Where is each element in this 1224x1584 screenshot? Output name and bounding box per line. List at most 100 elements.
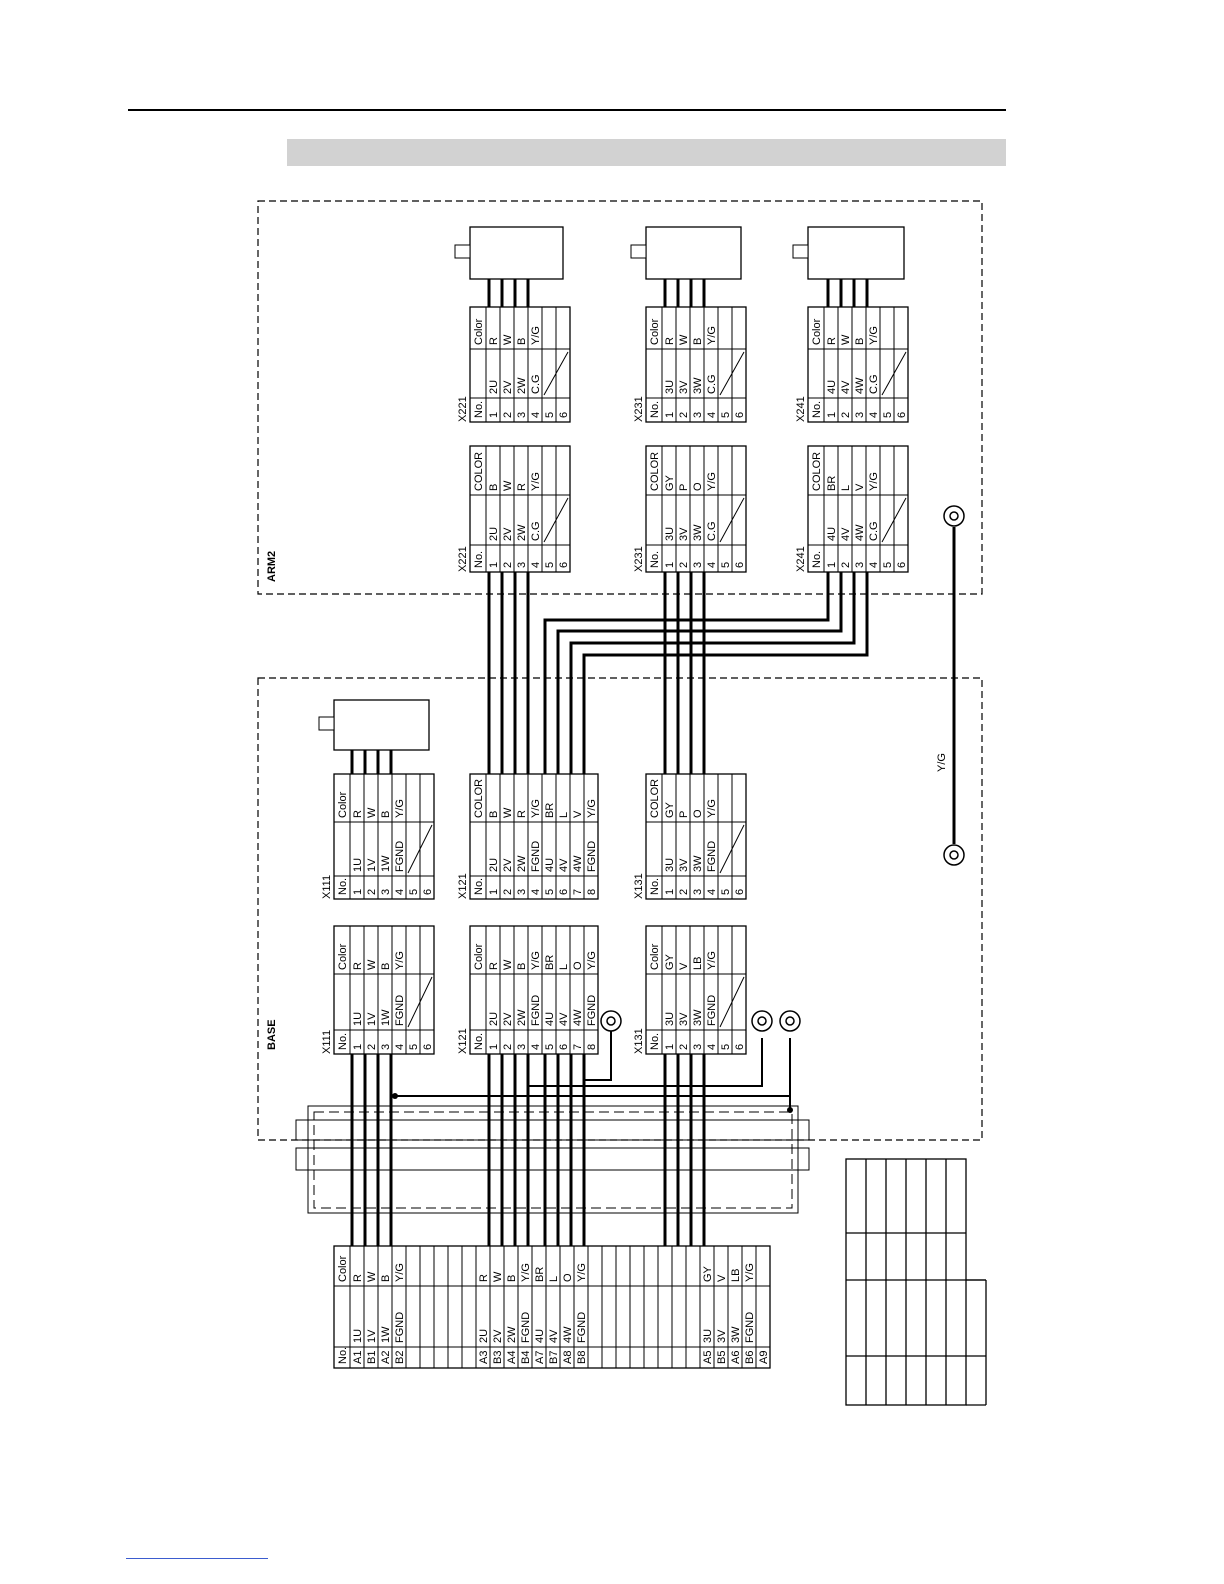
table-header-cell: Color xyxy=(473,943,485,970)
table-cell: 1W xyxy=(380,1009,392,1026)
table-cell: GY xyxy=(664,801,676,818)
table-cell: 1 xyxy=(352,1044,364,1050)
table-cell: 2W xyxy=(516,855,528,872)
table-cell: 3 xyxy=(692,562,704,568)
table-cell: LB xyxy=(730,1269,742,1282)
table-cell: 1 xyxy=(826,562,838,568)
table-cell: 4 xyxy=(394,889,406,895)
table-cell: 1 xyxy=(488,889,500,895)
table-cell: 6 xyxy=(896,562,908,568)
table-cell: 4 xyxy=(530,1044,542,1050)
table-cell: 7 xyxy=(572,1044,584,1050)
connector-label: X111 xyxy=(321,1030,333,1054)
table-cell: Y/G xyxy=(744,1263,756,1282)
table-cell: 3 xyxy=(692,412,704,418)
table-cell: Y/G xyxy=(530,472,542,491)
table-cell: 2 xyxy=(840,412,852,418)
table-cell: 2W xyxy=(516,377,528,394)
motor-x111 xyxy=(318,699,430,751)
table-cell: 3 xyxy=(380,889,392,895)
table-cell: 2 xyxy=(366,1044,378,1050)
table-cell: W xyxy=(366,1271,378,1282)
table-cell: FGND xyxy=(394,995,406,1026)
table-cell: 4W xyxy=(854,524,866,541)
table-cell: 6 xyxy=(734,889,746,895)
table-header-cell: No. xyxy=(473,551,485,568)
table-cell: 4V xyxy=(840,527,852,541)
table-cell: C.G xyxy=(530,374,542,394)
table-cell: 1 xyxy=(664,889,676,895)
table-cell: 1U xyxy=(352,1329,364,1343)
table-cell: C.G xyxy=(868,374,880,394)
table-cell: 2 xyxy=(502,1044,514,1050)
table-cell: 3 xyxy=(692,1044,704,1050)
table-cell: 2U xyxy=(488,527,500,541)
table-cell: B3 xyxy=(492,1351,504,1364)
table-cell: 2U xyxy=(488,1012,500,1026)
connector-label: X221 xyxy=(457,396,469,422)
table-cell: FGND xyxy=(530,995,542,1026)
table-cell: 6 xyxy=(734,1044,746,1050)
table-cell: Y/G xyxy=(868,472,880,491)
ground-wire-label: Y/G xyxy=(936,753,948,772)
table-cell: Y/G xyxy=(394,951,406,970)
table-cell: 2V xyxy=(502,1012,514,1026)
table-cell: V xyxy=(854,483,866,491)
table-cell: FGND xyxy=(744,1312,756,1343)
table-header-cell: Color xyxy=(473,318,485,345)
table-cell: FGND xyxy=(706,995,718,1026)
table-header-cell: Color xyxy=(337,1255,349,1282)
table-header-cell: No. xyxy=(473,1033,485,1050)
table-cell: 1 xyxy=(488,412,500,418)
table-cell: 3V xyxy=(678,858,690,872)
table-cell: FGND xyxy=(530,841,542,872)
table-cell: B xyxy=(516,963,528,970)
base-region xyxy=(257,677,983,1141)
table-cell: C.G xyxy=(706,374,718,394)
table-cell: 5 xyxy=(882,412,894,418)
table-cell: 2W xyxy=(516,1009,528,1026)
base-region-label: BASE xyxy=(266,1019,278,1050)
table-header-cell: COLOR xyxy=(649,779,661,818)
table-cell: 1 xyxy=(664,1044,676,1050)
table-cell: 3V xyxy=(678,1012,690,1026)
table-cell: Y/G xyxy=(706,326,718,345)
table-cell: FGND xyxy=(586,841,598,872)
table-header-cell: Color xyxy=(649,318,661,345)
connector-label: X241 xyxy=(795,396,807,422)
table-header-cell: No. xyxy=(811,551,823,568)
motor-leads xyxy=(350,279,869,774)
table-header-cell: COLOR xyxy=(649,452,661,491)
table-cell: 3 xyxy=(516,562,528,568)
table-cell: 3 xyxy=(854,562,866,568)
table-cell: Y/G xyxy=(586,799,598,818)
table-cell: 4U xyxy=(826,380,838,394)
table-cell: Y/G xyxy=(706,472,718,491)
table-cell: FGND xyxy=(586,995,598,1026)
table-cell: Y/G xyxy=(394,1263,406,1282)
table-cell: 4U xyxy=(534,1329,546,1343)
table-cell: 6 xyxy=(558,889,570,895)
table-cell: B8 xyxy=(576,1351,588,1364)
table-cell: 6 xyxy=(734,412,746,418)
table-cell: O xyxy=(692,482,704,491)
table-cell: P xyxy=(678,811,690,818)
table-cell: 8 xyxy=(586,889,598,895)
table-cell: GY xyxy=(664,953,676,970)
table-cell: B5 xyxy=(716,1351,728,1364)
table-cell: B xyxy=(516,338,528,345)
table-cell: 6 xyxy=(558,412,570,418)
table-cell: 3 xyxy=(516,1044,528,1050)
table-cell: L xyxy=(548,1276,560,1282)
table-cell: 3U xyxy=(702,1329,714,1343)
table-header-cell: No. xyxy=(337,878,349,895)
table-cell: W xyxy=(366,959,378,970)
table-cell: A9 xyxy=(758,1351,770,1364)
table-cell: Y/G xyxy=(530,951,542,970)
table-cell: 6 xyxy=(422,889,434,895)
table-cell: W xyxy=(678,334,690,345)
table-cell: C.G xyxy=(868,521,880,541)
